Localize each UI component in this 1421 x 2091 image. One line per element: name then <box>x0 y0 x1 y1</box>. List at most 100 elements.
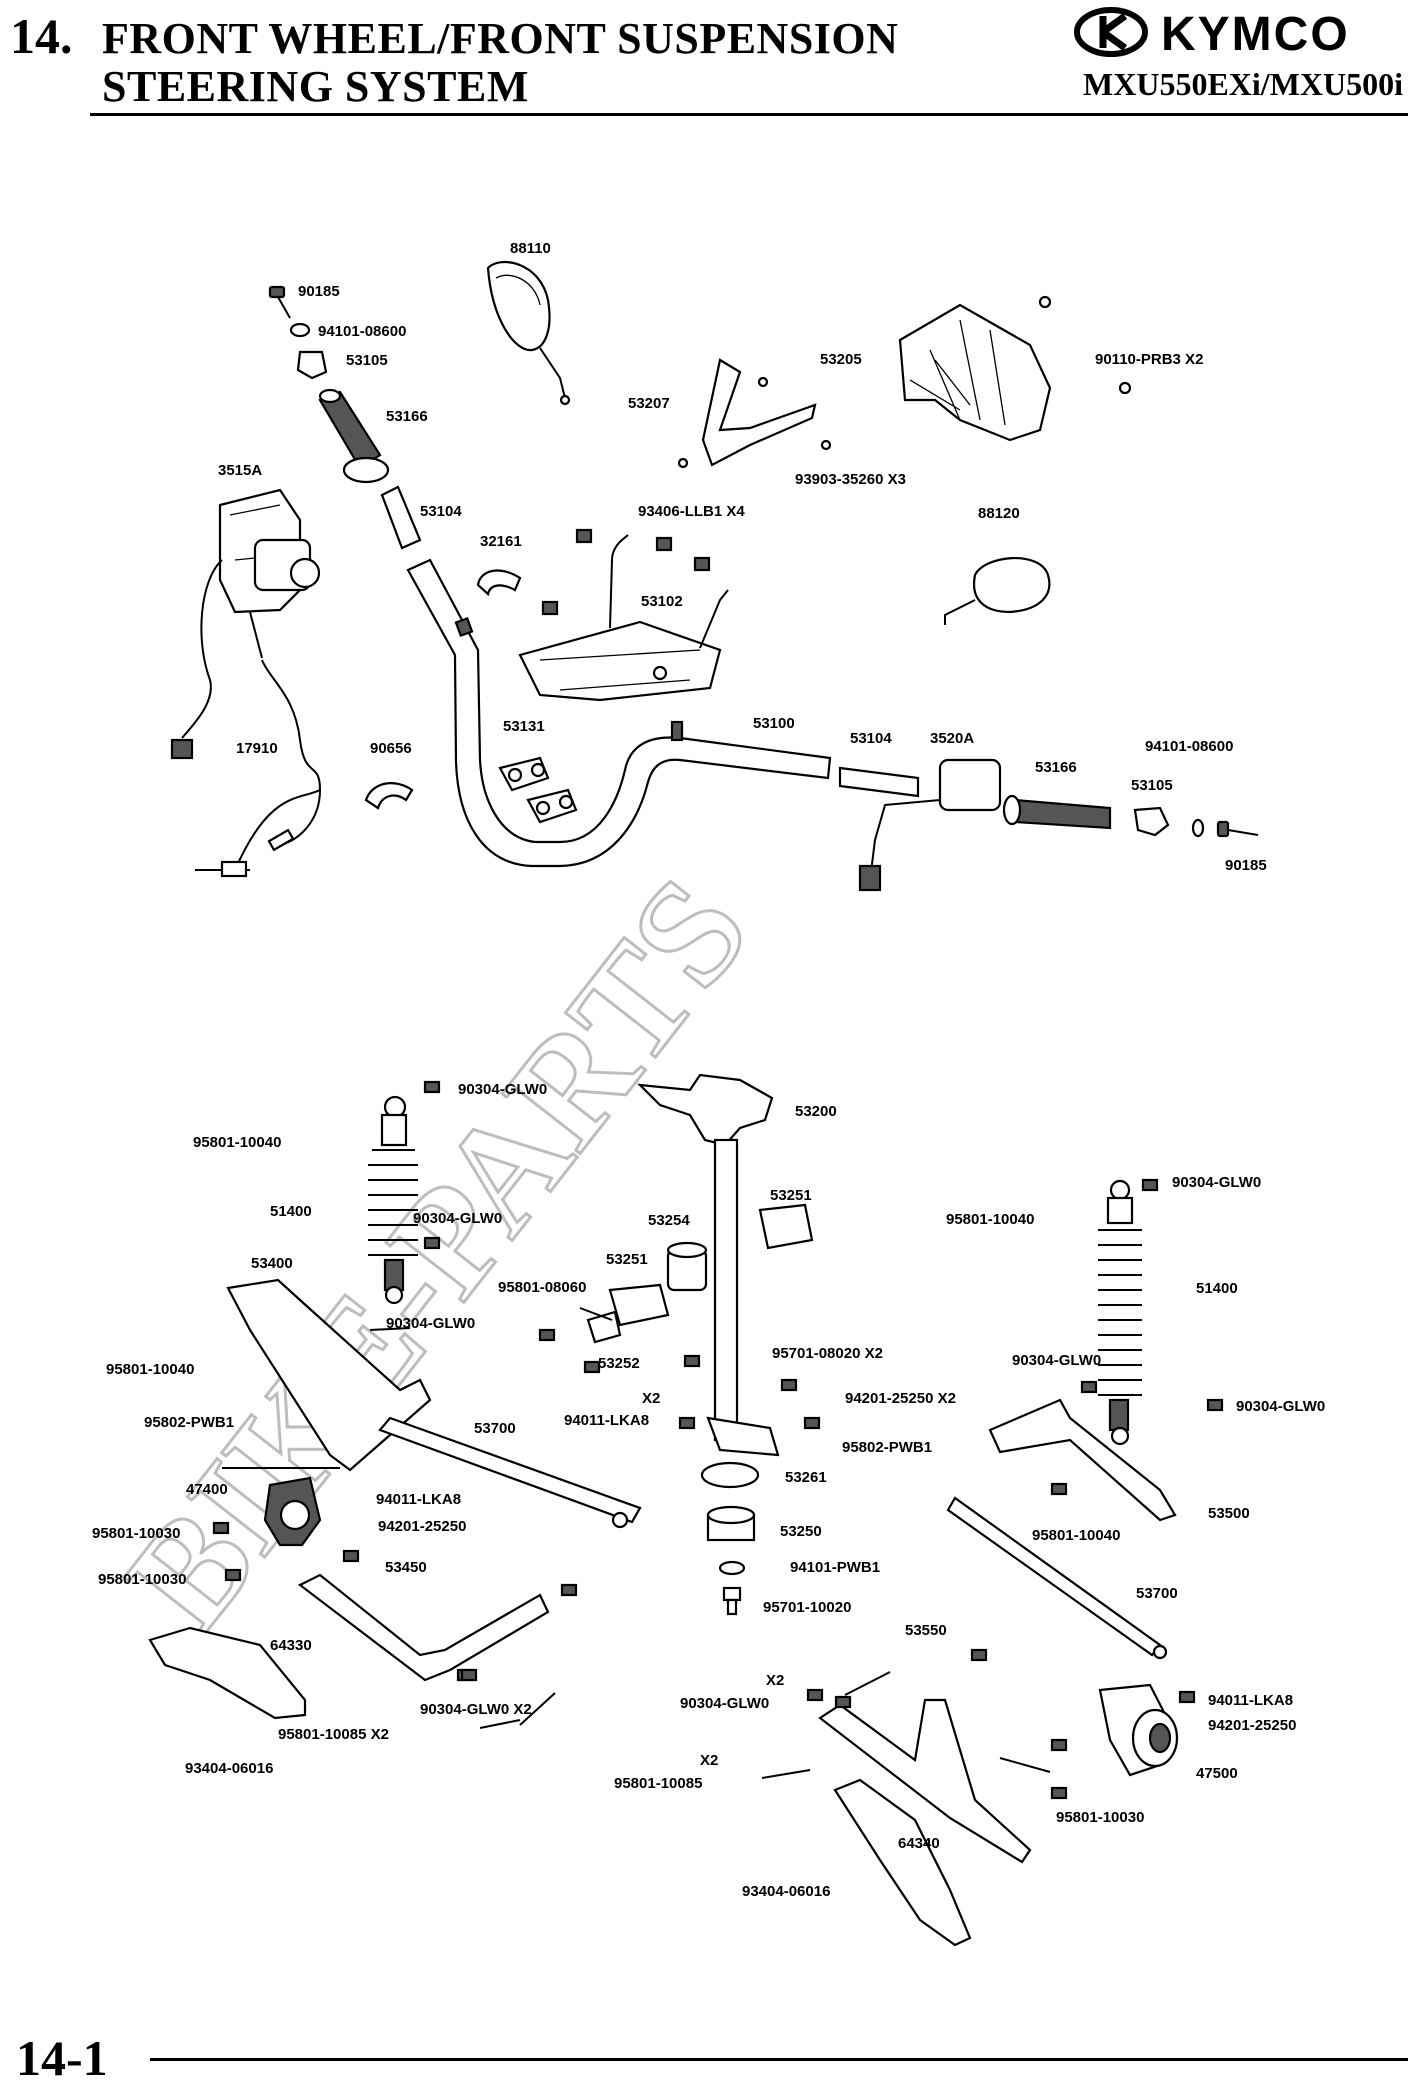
bearing-53261 <box>700 1461 760 1489</box>
title-line-2: STEERING SYSTEM <box>102 62 529 111</box>
label-90304-g: 90304-GLW0 <box>1236 1398 1325 1415</box>
label-95801-10085-a: 95801-10085 X2 <box>278 1726 389 1743</box>
label-95801-10030-c: 95801-10030 <box>1056 1809 1144 1826</box>
seal-53250 <box>706 1505 756 1542</box>
bolt-90185-right <box>1216 820 1259 838</box>
label-53205: 53205 <box>820 351 862 368</box>
shock-51400-left <box>368 1095 418 1305</box>
bushing-53254 <box>666 1241 708 1292</box>
label-94011-lka8-a-x2: X2 <box>642 1390 660 1407</box>
label-53251-left: 53251 <box>606 1251 648 1268</box>
label-90304-e: 90304-GLW0 <box>1172 1174 1261 1191</box>
tube-53104-left <box>380 485 422 550</box>
label-53105-right: 53105 <box>1131 777 1173 794</box>
kymco-logo: KYMCO <box>1074 7 1350 58</box>
label-53102: 53102 <box>641 593 683 610</box>
model-name: MXU550EXi/MXU500i <box>1083 66 1403 102</box>
label-53400: 53400 <box>251 1255 293 1272</box>
label-95801-10085-b-x2: X2 <box>700 1752 718 1769</box>
brand-wordmark: KYMCO <box>1161 8 1350 58</box>
tie-rod-53700-right <box>946 1496 1168 1660</box>
bolt-93406 <box>575 528 593 544</box>
label-88110: 88110 <box>510 240 551 257</box>
screw-icon <box>1118 381 1132 395</box>
chapter-number: 14. <box>10 8 73 64</box>
label-90185-right: 90185 <box>1225 857 1267 874</box>
label-53104-right: 53104 <box>850 730 892 747</box>
label-3520A: 3520A <box>930 730 974 747</box>
clamp-53131 <box>498 756 578 824</box>
label-53700-right: 53700 <box>1136 1585 1178 1602</box>
bolt-90185-left <box>268 285 291 319</box>
label-95801-10040-c: 95801-10040 <box>946 1211 1034 1228</box>
label-53252: 53252 <box>598 1355 640 1372</box>
arm-53550 <box>818 1698 1032 1864</box>
label-53200: 53200 <box>795 1103 837 1120</box>
label-95801-10030-a: 95801-10030 <box>92 1525 180 1542</box>
grip-53166-right <box>1002 794 1112 830</box>
mirror-right <box>944 556 1051 625</box>
label-90304-c: 90304-GLW0 <box>386 1315 475 1332</box>
clip-90656 <box>364 782 414 810</box>
guard-64330 <box>148 1626 307 1720</box>
shock-51400-right <box>1098 1179 1142 1446</box>
screw-icon <box>677 457 689 469</box>
page-number: 14-1 <box>16 2030 108 2086</box>
switch-3520A <box>858 758 1002 892</box>
bolt-93406 <box>693 556 711 572</box>
label-90656: 90656 <box>370 740 412 757</box>
label-53254: 53254 <box>648 1212 690 1229</box>
label-94011-lka8-b: 94011-LKA8 <box>376 1491 461 1508</box>
label-94201-25250-b: 94201-25250 <box>378 1518 466 1535</box>
label-94011-lka8-c: 94011-LKA8 <box>1208 1692 1293 1709</box>
label-95801-08060: 95801-08060 <box>498 1279 586 1296</box>
tube-53104-right <box>838 766 920 798</box>
label-53131: 53131 <box>503 718 545 735</box>
arm-53400 <box>226 1278 432 1472</box>
label-88120: 88120 <box>978 505 1020 522</box>
washer-94101-pwb1 <box>718 1560 746 1576</box>
label-53251-right: 53251 <box>770 1187 812 1204</box>
label-64330: 64330 <box>270 1637 312 1654</box>
label-53105-top: 53105 <box>346 352 388 369</box>
screw-icon <box>1038 295 1052 309</box>
label-94101-pwb1: 94101-PWB1 <box>790 1559 880 1576</box>
label-53550: 53550 <box>905 1622 947 1639</box>
guard-64340 <box>833 1778 972 1947</box>
label-94201-25250-a: 94201-25250 X2 <box>845 1390 956 1407</box>
weight-53105-right <box>1133 806 1170 837</box>
bracket-53102 <box>518 534 729 702</box>
label-3515A: 3515A <box>218 462 262 479</box>
label-95801-10085-b: 95801-10085 <box>614 1775 702 1792</box>
bolt-95701-10020 <box>722 1586 742 1616</box>
label-94101-08600-right: 94101-08600 <box>1145 738 1233 755</box>
holder-53251-left <box>608 1283 670 1327</box>
knuckle-47400 <box>263 1476 322 1547</box>
label-47400: 47400 <box>186 1481 228 1498</box>
label-95701-10020: 95701-10020 <box>763 1599 851 1616</box>
label-51400-left: 51400 <box>270 1203 312 1220</box>
bolt-93406 <box>655 536 673 552</box>
cable-17910 <box>195 659 322 878</box>
label-53250: 53250 <box>780 1523 822 1540</box>
mirror-left <box>486 260 571 406</box>
label-95801-10040-a: 95801-10040 <box>193 1134 281 1151</box>
label-90185-top: 90185 <box>298 283 340 300</box>
header-rule <box>90 113 1408 116</box>
label-17910: 17910 <box>236 740 278 757</box>
label-94011-lka8-a: 94011-LKA8 <box>564 1412 649 1429</box>
label-94101-08600-top: 94101-08600 <box>318 323 406 340</box>
label-53166-right: 53166 <box>1035 759 1077 776</box>
washer-94101-right <box>1191 818 1205 838</box>
label-93404-b: 93404-06016 <box>742 1883 830 1900</box>
label-93404-a: 93404-06016 <box>185 1760 273 1777</box>
screw-icon <box>820 439 832 451</box>
label-53104-top: 53104 <box>420 503 462 520</box>
footer-rule <box>150 2058 1408 2061</box>
label-47500: 47500 <box>1196 1765 1238 1782</box>
weight-53105-left <box>296 350 328 380</box>
arm-53500 <box>988 1398 1177 1522</box>
knuckle-47500 <box>1098 1683 1179 1777</box>
title-line-1: FRONT WHEEL/FRONT SUSPENSION <box>102 14 899 63</box>
